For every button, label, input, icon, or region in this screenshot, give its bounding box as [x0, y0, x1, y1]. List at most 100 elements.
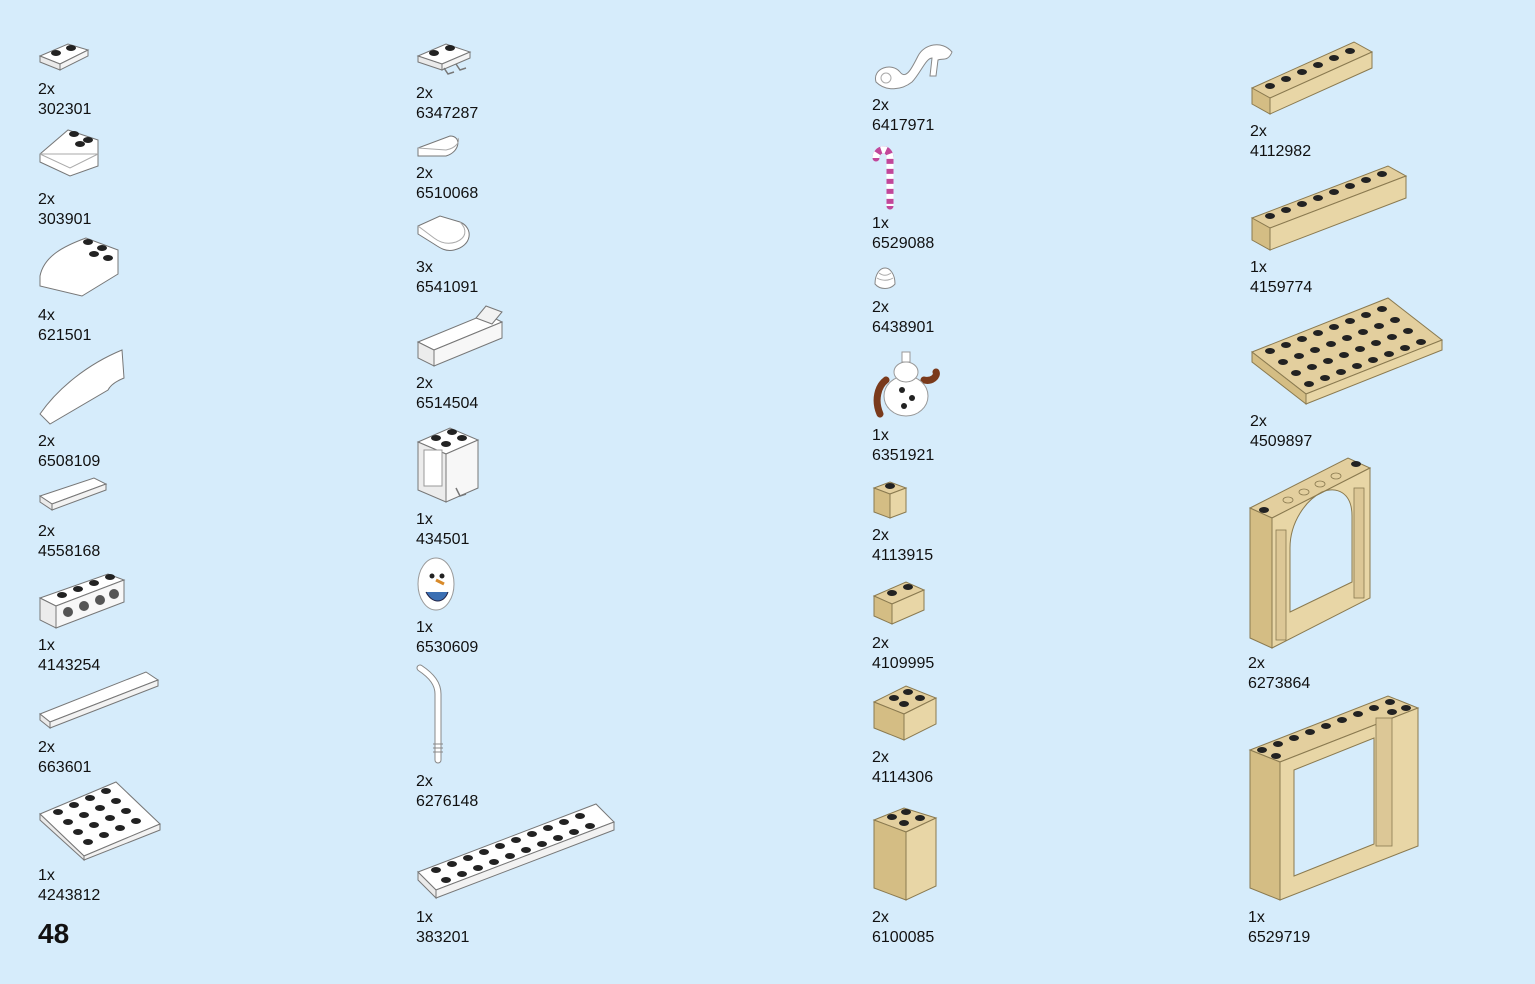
plate-2x10-white-icon	[417, 803, 615, 900]
bar-with-clip-white-icon	[416, 664, 443, 764]
part-id: 4112982	[1250, 143, 1312, 160]
part-item: 2x 302301	[38, 38, 91, 118]
part-qty: 2x	[38, 523, 55, 540]
plate-clip-white-icon	[416, 43, 472, 75]
part-qty: 2x	[1250, 123, 1267, 140]
part-id: 6514504	[416, 395, 479, 412]
part-qty: 2x	[38, 191, 55, 208]
part-id: 6438901	[872, 319, 935, 336]
part-item: 2x 6276148	[416, 664, 478, 810]
container-box-white-icon	[416, 427, 480, 503]
plate-1x6-tan-icon	[1250, 41, 1374, 115]
part-id: 663601	[38, 759, 92, 776]
part-qty: 2x	[416, 375, 433, 392]
part-item: 1x 434501	[416, 422, 482, 548]
tall-brick-2x2-tan-icon	[872, 807, 938, 901]
part-id: 4143254	[38, 657, 101, 674]
part-id: 4113915	[872, 547, 934, 564]
part-item: 2x 6100085	[872, 804, 938, 946]
round-tile-half-white-icon	[417, 135, 459, 157]
part-qty: 1x	[416, 909, 433, 926]
part-qty: 1x	[872, 215, 889, 232]
part-id: 6530609	[416, 639, 479, 656]
technic-brick-1x4-white-icon	[38, 573, 126, 629]
part-item: 2x 6508109	[38, 348, 126, 470]
plate-1x2-white-icon	[38, 43, 90, 71]
round-plate-2x2-white-icon	[417, 215, 470, 251]
part-id: 6417971	[872, 117, 935, 134]
plate-4x6-white-icon	[39, 781, 161, 862]
part-item: 2x 4509897	[1250, 296, 1444, 450]
swirl-element-white-icon	[875, 44, 953, 90]
door-frame-tan-icon	[1248, 695, 1420, 901]
part-id: 6508109	[38, 453, 101, 470]
part-id: 6541091	[416, 279, 479, 296]
part-qty: 2x	[38, 81, 55, 98]
part-qty: 1x	[416, 511, 433, 528]
part-qty: 2x	[416, 165, 433, 182]
part-item: 2x 6273864	[1248, 452, 1372, 692]
part-qty: 1x	[416, 619, 433, 636]
part-id: 6351921	[872, 447, 935, 464]
part-id: 6510068	[416, 185, 479, 202]
page-number: 48	[38, 918, 70, 949]
part-id: 383201	[416, 929, 470, 946]
part-item: 1x 6530609	[416, 556, 478, 656]
part-qty: 2x	[416, 773, 433, 790]
part-qty: 4x	[38, 307, 55, 324]
part-id: 4114306	[872, 769, 934, 786]
brick-1x2-tan-icon	[872, 581, 926, 625]
part-id: 4509897	[1250, 433, 1313, 450]
part-qty: 2x	[416, 85, 433, 102]
brick-1x1-tan-icon	[872, 481, 908, 519]
part-qty: 2x	[872, 527, 889, 544]
cone-swirl-white-icon	[874, 267, 896, 289]
part-qty: 2x	[872, 635, 889, 652]
part-item: 2x 4558168	[38, 476, 108, 560]
part-item: 2x 6514504	[416, 304, 504, 412]
arch-window-tan-icon	[1248, 457, 1372, 649]
part-qty: 2x	[872, 749, 889, 766]
part-qty: 2x	[38, 433, 55, 450]
part-item: 4x 621501	[38, 232, 120, 344]
part-item: 2x 4109995	[872, 578, 934, 672]
plate-4x8-tan-icon	[1251, 297, 1443, 406]
part-id: 6100085	[872, 929, 935, 946]
part-qty: 2x	[872, 909, 889, 926]
part-item: 1x 383201	[416, 800, 616, 946]
part-item: 1x 4159774	[1250, 162, 1408, 296]
part-id: 434501	[416, 531, 470, 548]
part-qty: 3x	[416, 259, 433, 276]
part-item: 2x 303901	[38, 124, 102, 228]
part-id: 4159774	[1250, 279, 1313, 296]
part-id: 621501	[38, 327, 92, 344]
part-item: 1x 6351921	[872, 350, 940, 464]
part-id: 4109995	[872, 655, 935, 672]
part-id: 6276148	[416, 793, 479, 810]
part-item: 2x 4112982	[1250, 38, 1374, 160]
part-qty: 2x	[1248, 655, 1265, 672]
snowman-body-icon	[873, 351, 940, 418]
part-qty: 1x	[1250, 259, 1267, 276]
part-id: 6529088	[872, 235, 935, 252]
part-qty: 2x	[1250, 413, 1267, 430]
bracket-plate-white-icon	[416, 305, 504, 367]
curved-slope-2x4-white-icon	[39, 237, 119, 297]
curved-slope-long-white-icon	[39, 349, 125, 425]
snowman-head-icon	[417, 557, 455, 611]
part-item: 1x 6529088	[872, 146, 934, 252]
plate-1x8-tan-icon	[1250, 165, 1408, 251]
part-item: 2x 4114306	[872, 682, 938, 786]
candy-cane-icon	[872, 146, 894, 210]
part-id: 302301	[38, 101, 92, 118]
part-id: 4558168	[38, 543, 101, 560]
part-qty: 1x	[872, 427, 889, 444]
part-id: 303901	[38, 211, 92, 228]
part-qty: 1x	[38, 867, 55, 884]
part-id: 6273864	[1248, 675, 1311, 692]
